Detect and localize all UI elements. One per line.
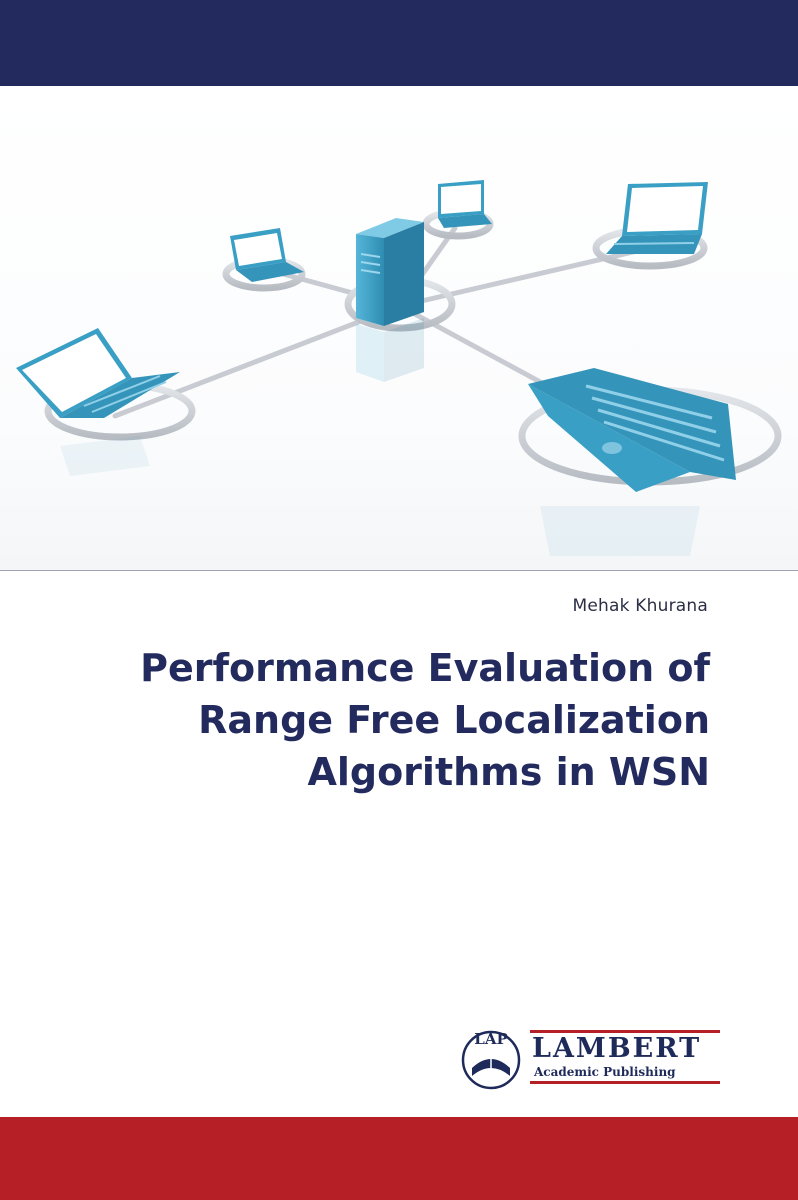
- cover-illustration: [0, 86, 798, 571]
- laptop-icon: [230, 228, 304, 282]
- top-color-band: [0, 0, 798, 86]
- book-title: Performance Evaluation of Range Free Loc…: [70, 642, 710, 798]
- publisher-rule: [530, 1081, 720, 1084]
- bottom-color-band: [0, 1117, 798, 1200]
- server-tower-icon: [356, 218, 424, 382]
- laptop-icon: [606, 182, 708, 254]
- title-line: Range Free Localization: [198, 698, 710, 742]
- title-line: Algorithms in WSN: [307, 750, 710, 794]
- title-line: Performance Evaluation of: [140, 646, 710, 690]
- publisher-name: LAMBERT: [532, 1033, 702, 1064]
- laptop-icon: [438, 180, 492, 228]
- network-illustration: [16, 180, 782, 556]
- publisher-logo: LAP LAMBERT Academic Publishing: [458, 1022, 728, 1092]
- laptop-icon: [16, 328, 180, 418]
- laptop-icon: [528, 368, 736, 492]
- floor-reflections: [60, 436, 700, 556]
- publisher-subtitle: Academic Publishing: [534, 1065, 676, 1079]
- publisher-seal-text: LAP: [474, 1030, 507, 1048]
- publisher-seal-icon: LAP: [461, 1030, 521, 1090]
- publisher-rule: [530, 1030, 720, 1033]
- author-name: Mehak Khurana: [572, 596, 708, 616]
